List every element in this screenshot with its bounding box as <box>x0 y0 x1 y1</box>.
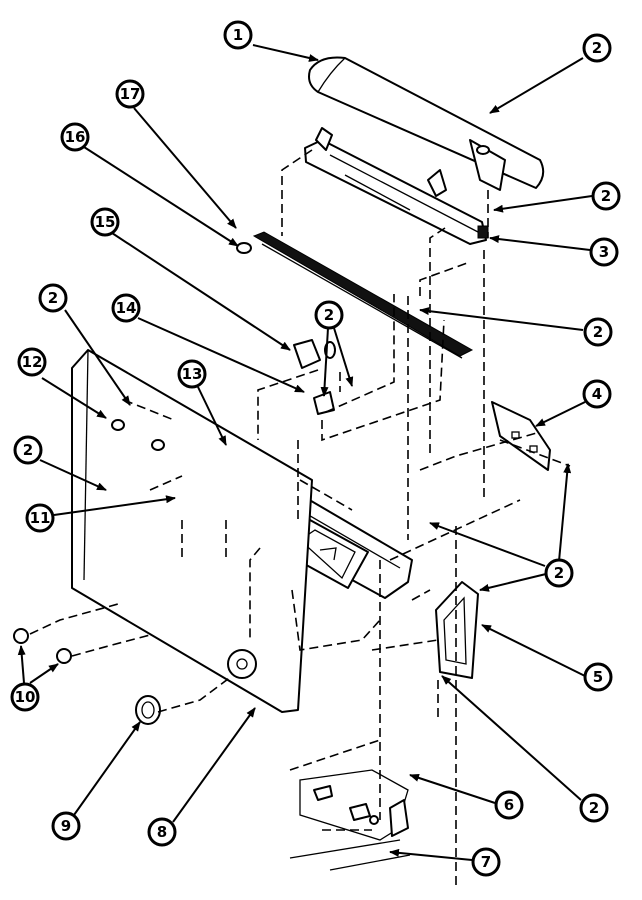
callout-16: 16 <box>60 122 90 152</box>
part-timer-knob <box>135 695 161 725</box>
callout-12: 12 <box>17 347 47 377</box>
callout-label: 17 <box>120 85 141 103</box>
part-rail-bracket <box>304 127 489 245</box>
callout-6: 6 <box>494 790 524 820</box>
part-front-panel <box>71 349 313 713</box>
callout-4: 4 <box>582 379 612 409</box>
callout-17: 17 <box>115 79 145 109</box>
part-knobs <box>13 628 72 664</box>
callout-5: 5 <box>583 662 613 692</box>
callout-9: 9 <box>51 811 81 841</box>
callout-3: 3 <box>589 237 619 267</box>
callout-label: 15 <box>95 213 116 231</box>
callout-label: 2 <box>48 289 58 307</box>
callout-10: 10 <box>10 682 40 712</box>
part-right-bracket <box>491 401 551 471</box>
callout-label: 2 <box>554 564 564 582</box>
part-top-cover <box>308 56 545 191</box>
callout-15: 15 <box>90 207 120 237</box>
callout-11: 11 <box>25 503 55 533</box>
callout-2e: 2 <box>314 300 344 330</box>
callout-14: 14 <box>111 293 141 323</box>
callout-label: 2 <box>601 187 611 205</box>
part-long-bar <box>236 231 474 359</box>
callout-2g: 2 <box>544 558 574 588</box>
callout-2b: 2 <box>591 181 621 211</box>
callout-label: 1 <box>233 26 243 44</box>
callout-13: 13 <box>177 359 207 389</box>
callout-1: 1 <box>223 20 253 50</box>
callout-7: 7 <box>471 847 501 877</box>
callout-label: 10 <box>15 688 36 706</box>
callout-label: 14 <box>116 299 137 317</box>
callout-label: 11 <box>30 509 51 527</box>
callout-label: 2 <box>324 306 334 324</box>
callout-2d: 2 <box>38 283 68 313</box>
assembly-dashed-lines <box>29 149 571 890</box>
part-switch-components <box>293 339 336 415</box>
part-right-end-cap <box>435 581 479 679</box>
callout-label: 2 <box>593 323 603 341</box>
callout-label: 6 <box>504 796 514 814</box>
callout-label: 2 <box>589 799 599 817</box>
callout-label: 8 <box>157 823 167 841</box>
callout-2h: 2 <box>579 793 609 823</box>
callout-2c: 2 <box>583 317 613 347</box>
callout-label: 2 <box>23 441 33 459</box>
leader-lines <box>17 44 593 861</box>
callout-label: 2 <box>592 39 602 57</box>
callout-label: 13 <box>182 365 203 383</box>
callout-label: 5 <box>593 668 603 686</box>
callout-2a: 2 <box>582 33 612 63</box>
callout-label: 12 <box>22 353 43 371</box>
callout-label: 16 <box>65 128 86 146</box>
callout-label: 9 <box>61 817 71 835</box>
callout-label: 4 <box>592 385 602 403</box>
callout-8: 8 <box>147 817 177 847</box>
callout-label: 3 <box>599 243 609 261</box>
callout-2f: 2 <box>13 435 43 465</box>
part-lower-brackets <box>289 769 411 871</box>
callout-label: 7 <box>481 853 491 871</box>
